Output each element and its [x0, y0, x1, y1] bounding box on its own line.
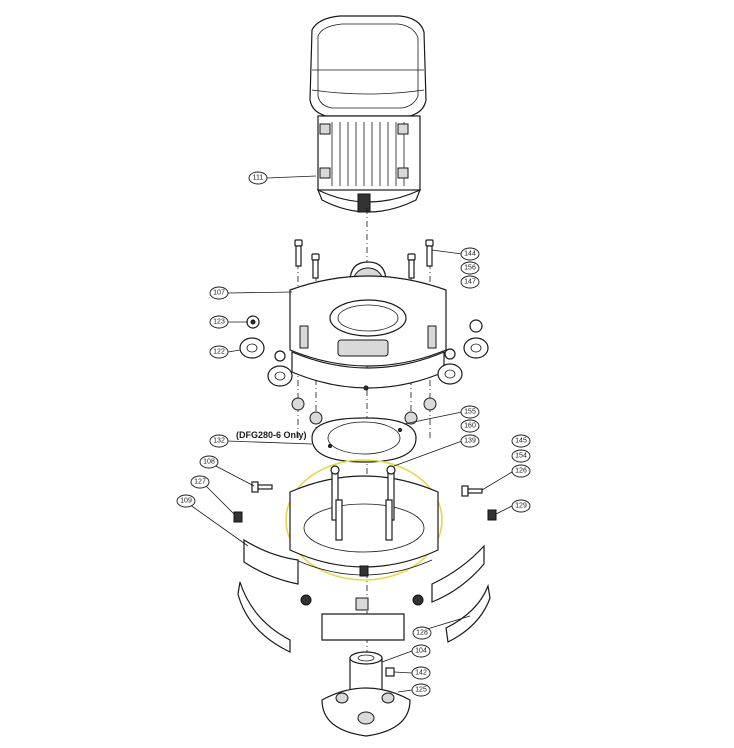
brush-segments [237, 538, 491, 653]
svg-text:122: 122 [213, 349, 225, 356]
svg-text:126: 126 [515, 468, 527, 475]
svg-text:129: 129 [515, 503, 527, 510]
svg-text:139: 139 [464, 438, 476, 445]
callout-129: 129 [511, 499, 531, 513]
callout-111: 111 [248, 171, 268, 185]
block-127 [233, 511, 243, 523]
callout-132: 132 [209, 434, 229, 448]
callout-104: 104 [411, 644, 431, 658]
callout-107: 107 [209, 286, 229, 300]
guide-wheels [239, 315, 489, 387]
callouts: 111 144 156 147 107 123 122 155 160 132 … [176, 171, 531, 697]
svg-text:104: 104 [415, 648, 427, 655]
svg-text:125: 125 [415, 687, 427, 694]
callout-109: 109 [176, 494, 196, 508]
svg-text:111: 111 [253, 175, 264, 182]
svg-text:123: 123 [213, 319, 225, 326]
ring-housing [285, 459, 443, 581]
svg-text:154: 154 [515, 453, 527, 460]
callout-145: 145 [511, 434, 531, 448]
svg-text:107: 107 [213, 290, 225, 297]
svg-text:160: 160 [464, 423, 476, 430]
callout-154: 154 [511, 449, 531, 463]
svg-text:145: 145 [515, 438, 527, 445]
callout-144: 144 [460, 247, 480, 261]
callout-128: 128 [412, 626, 432, 640]
svg-text:108: 108 [203, 459, 215, 466]
motor-assembly [309, 15, 427, 213]
callout-139: 139 [460, 434, 480, 448]
motor-adapter [289, 275, 447, 391]
gasket-plate [311, 417, 417, 463]
callout-155: 155 [460, 405, 480, 419]
callout-147: 147 [460, 275, 480, 289]
callout-125: 125 [411, 683, 431, 697]
svg-text:132: 132 [213, 438, 225, 445]
svg-text:128: 128 [416, 630, 428, 637]
callout-108: 108 [199, 455, 219, 469]
motor-bolts [294, 239, 434, 279]
callout-127: 127 [190, 475, 210, 489]
svg-text:142: 142 [415, 670, 427, 677]
svg-text:156: 156 [464, 265, 476, 272]
variant-note: (DFG280-6 Only) [236, 430, 307, 440]
svg-text:127: 127 [194, 479, 206, 486]
block-129 [487, 509, 497, 521]
callout-122: 122 [209, 345, 229, 359]
adapter-nuts [291, 397, 437, 425]
svg-text:147: 147 [464, 279, 476, 286]
callout-123: 123 [209, 315, 229, 329]
side-bolts [251, 481, 483, 497]
callout-126: 126 [511, 464, 531, 478]
callout-156: 156 [460, 261, 480, 275]
callout-160: 160 [460, 419, 480, 433]
svg-text:155: 155 [464, 409, 476, 416]
shaft-hub [321, 651, 411, 737]
svg-text:109: 109 [180, 498, 192, 505]
svg-text:144: 144 [464, 251, 476, 258]
callout-142: 142 [411, 666, 431, 680]
